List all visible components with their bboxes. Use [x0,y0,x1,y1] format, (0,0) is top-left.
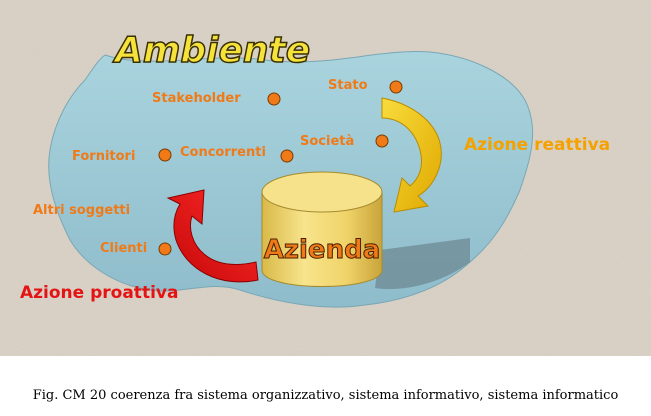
reactive-action-label: Azione reattiva [464,135,610,155]
proactive-action-label: Azione proattiva [20,283,178,303]
node-label-stato: Stato [328,78,368,93]
node-dot-concorrenti [280,149,294,163]
node-dot-stato [389,80,403,94]
figure-caption: Fig. CM 20 coerenza fra sistema organizz… [32,388,619,403]
node-label-stakeholder: Stakeholder [152,91,241,106]
node-dot-fornitori [158,148,172,162]
node-label-altri-soggetti: Altri soggetti [33,203,130,218]
node-dot-societa [375,134,389,148]
node-label-concorrenti: Concorrenti [180,145,266,160]
node-label-clienti: Clienti [100,241,147,256]
reactive-arrow [381,97,442,213]
azienda-cylinder [261,171,383,287]
proactive-arrow [166,189,259,283]
cylinder-shadow [375,238,470,290]
node-dot-clienti [158,242,172,256]
center-label: Azienda [264,235,380,265]
node-dot-stakeholder [267,92,281,106]
diagram-title: Ambiente [112,30,310,71]
node-label-societa: Società [300,134,354,149]
node-label-fornitori: Fornitori [72,149,135,164]
